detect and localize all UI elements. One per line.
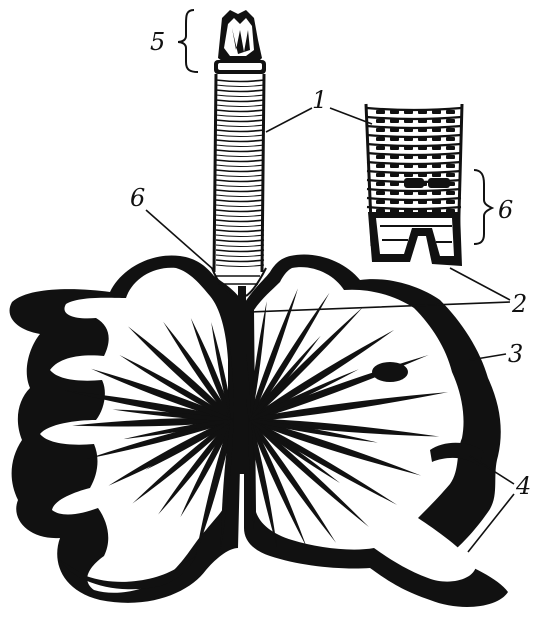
- label-2: 2: [511, 290, 527, 318]
- left-lung: [10, 255, 244, 602]
- larynx: [214, 10, 266, 74]
- label-6-left: 6: [130, 184, 145, 212]
- trachea-detail: [366, 104, 462, 266]
- label-3: 3: [508, 340, 523, 368]
- label-6-right: 6: [498, 196, 513, 224]
- trachea: [214, 74, 264, 272]
- label-1: 1: [312, 86, 327, 114]
- label-4: 4: [515, 472, 531, 500]
- label-5: 5: [150, 28, 165, 56]
